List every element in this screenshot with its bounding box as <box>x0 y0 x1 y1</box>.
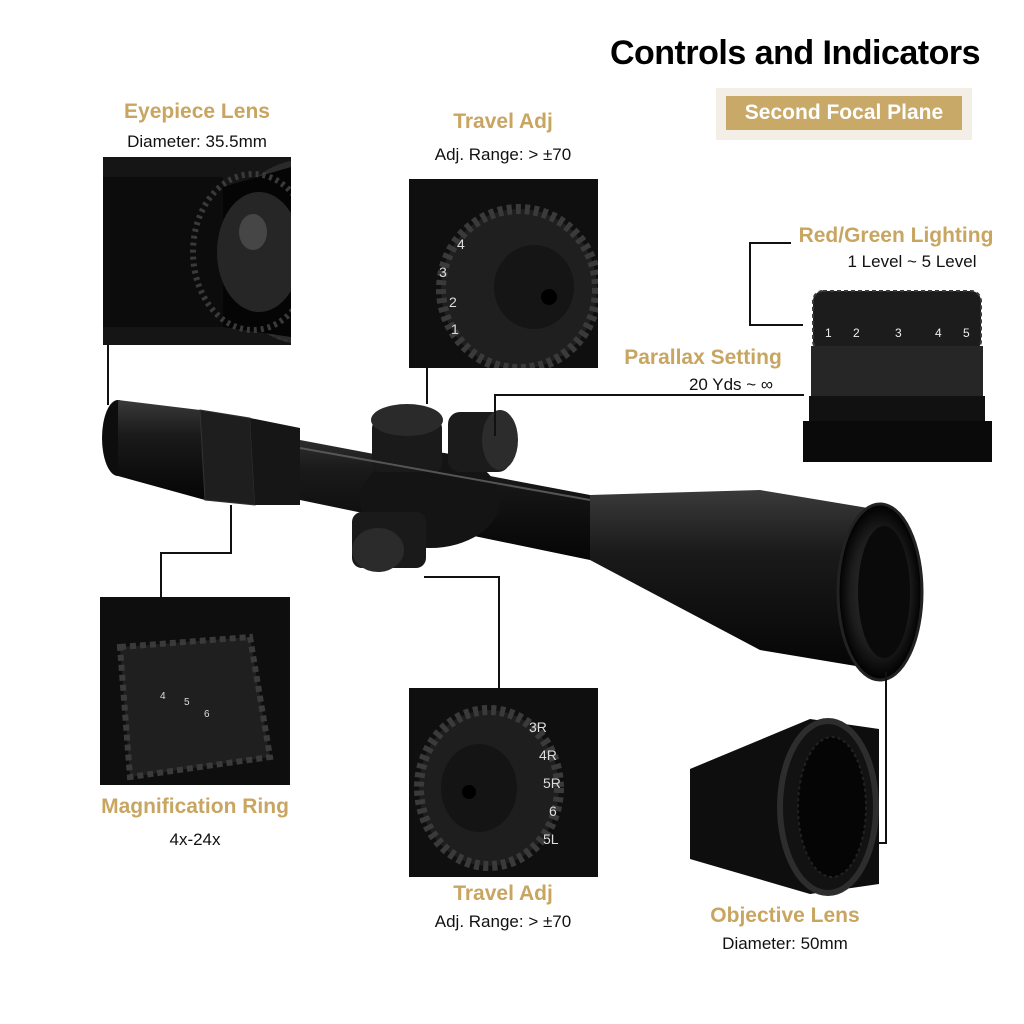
objective-leader-tick <box>878 842 887 844</box>
travel-bottom-leader-h <box>424 576 500 578</box>
objective-inner <box>858 526 910 658</box>
parallax-leader-h <box>494 394 804 396</box>
magnification-ring-photo: 4 5 6 <box>100 597 290 785</box>
svg-text:4: 4 <box>935 326 942 340</box>
svg-text:1: 1 <box>825 326 832 340</box>
focal-plane-badge: Second Focal Plane <box>726 96 962 130</box>
eyepiece-housing <box>118 400 205 500</box>
ring-collar <box>250 418 300 505</box>
parallax-leader-v <box>494 394 496 436</box>
lighting-leader-tick <box>749 324 805 326</box>
magnification-leader-h <box>160 552 232 554</box>
travel-top-detail: Adj. Range: > ±70 <box>434 145 572 164</box>
travel-bottom-leader-v <box>498 576 500 688</box>
eyepiece-photo <box>103 157 291 345</box>
lighting-parallax-photo: 1 2 3 4 5 <box>803 271 992 462</box>
objective-lens-photo <box>690 709 879 899</box>
windage-turret-photo: 3R 4R 5R 6 5L <box>409 688 598 877</box>
svg-text:6: 6 <box>204 709 210 720</box>
windage-turret-cap <box>352 528 404 572</box>
svg-text:4R: 4R <box>539 747 557 763</box>
focal-plane-badge-frame: Second Focal Plane <box>716 88 972 140</box>
magnification-detail: 4x-24x <box>169 830 221 849</box>
lighting-detail: 1 Level ~ 5 Level <box>847 252 977 271</box>
svg-text:2: 2 <box>449 294 457 310</box>
svg-text:3: 3 <box>439 264 447 280</box>
objective-leader-v <box>885 672 887 844</box>
svg-text:4: 4 <box>457 236 465 252</box>
svg-text:5R: 5R <box>543 775 561 791</box>
svg-text:4: 4 <box>160 691 166 702</box>
magnification-leader-v1 <box>230 505 232 554</box>
lighting-leader-h <box>749 242 791 244</box>
parallax-turret-cap <box>482 410 518 470</box>
objective-title: Objective Lens <box>710 904 860 927</box>
elevation-turret-photo: 4 3 2 1 <box>409 179 598 368</box>
eyepiece-detail: Diameter: 35.5mm <box>127 132 267 151</box>
lighting-leader-v <box>749 242 751 326</box>
svg-text:5L: 5L <box>543 831 559 847</box>
objective-bell <box>590 490 880 670</box>
elevation-turret-cap <box>371 404 443 436</box>
parallax-title: Parallax Setting <box>624 346 782 369</box>
svg-text:5: 5 <box>184 697 190 708</box>
svg-text:2: 2 <box>853 326 860 340</box>
svg-text:3R: 3R <box>529 719 547 735</box>
parallax-detail: 20 Yds ~ ∞ <box>688 375 774 394</box>
magnification-title: Magnification Ring <box>101 795 289 818</box>
travel-top-leader <box>426 368 428 404</box>
travel-bottom-detail: Adj. Range: > ±70 <box>434 912 572 931</box>
magnification-ring-shape <box>199 409 256 506</box>
magnification-leader-v2 <box>160 552 162 598</box>
travel-bottom-title: Travel Adj <box>453 882 553 905</box>
travel-top-title: Travel Adj <box>453 110 553 133</box>
eyepiece-title: Eyepiece Lens <box>124 100 270 123</box>
objective-detail: Diameter: 50mm <box>722 934 848 953</box>
svg-text:6: 6 <box>549 803 557 819</box>
page-title: Controls and Indicators <box>609 34 981 72</box>
eyepiece-leader <box>107 345 109 405</box>
svg-text:5: 5 <box>963 326 970 340</box>
svg-text:1: 1 <box>451 321 459 337</box>
tube-highlight <box>299 447 591 501</box>
lighting-title: Red/Green Lighting <box>798 224 994 247</box>
svg-text:3: 3 <box>895 326 902 340</box>
